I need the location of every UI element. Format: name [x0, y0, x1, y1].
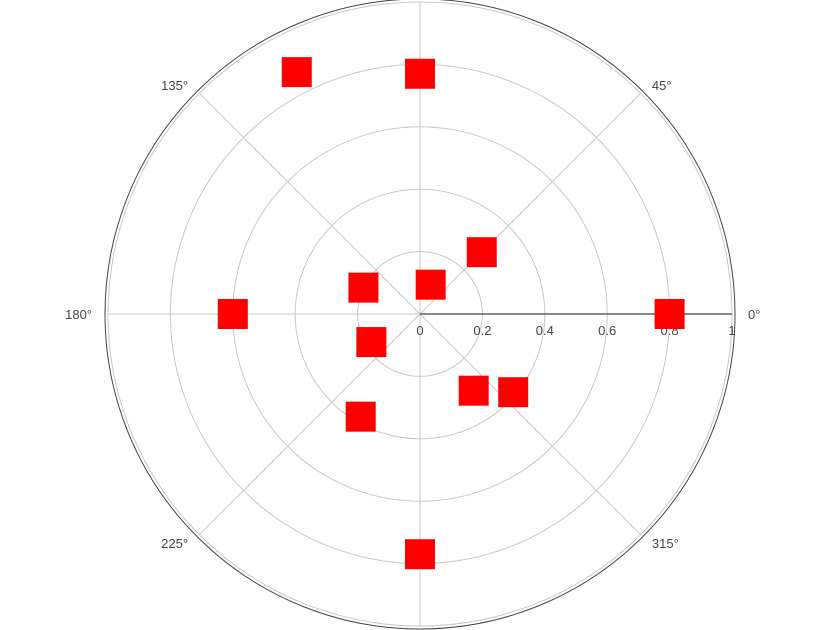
data-point-marker [348, 272, 379, 303]
data-point-marker [405, 539, 435, 570]
outer-ring [104, 0, 736, 630]
angular-tick-label: 180° [65, 307, 92, 322]
data-point-marker [654, 299, 685, 329]
data-point-marker [345, 401, 376, 432]
angular-tick-label: 0° [748, 307, 760, 322]
spoke-135 [199, 93, 421, 315]
radial-tick-label: 0.6 [598, 323, 616, 338]
spoke-45 [419, 93, 641, 315]
radial-tick-label: 1 [728, 323, 735, 338]
spoke-225 [199, 313, 421, 535]
data-point-marker [356, 327, 387, 358]
data-point-marker [281, 57, 312, 88]
angular-tick-label: 315° [652, 536, 679, 551]
radial-tick-label: 0.4 [536, 323, 554, 338]
angular-tick-label: 135° [161, 78, 188, 93]
radial-tick-label: 0 [416, 323, 423, 338]
data-point-marker [466, 237, 497, 268]
angular-tick-label: 45° [652, 78, 672, 93]
spoke-315 [419, 313, 641, 535]
radial-tick-label: 0.2 [473, 323, 491, 338]
data-point-marker [217, 299, 248, 329]
data-point-marker [405, 58, 435, 89]
data-point-marker [458, 375, 489, 406]
angular-tick-label: 225° [161, 536, 188, 551]
data-point-marker [415, 269, 446, 300]
data-point-marker [498, 377, 529, 408]
data-points [217, 57, 685, 570]
